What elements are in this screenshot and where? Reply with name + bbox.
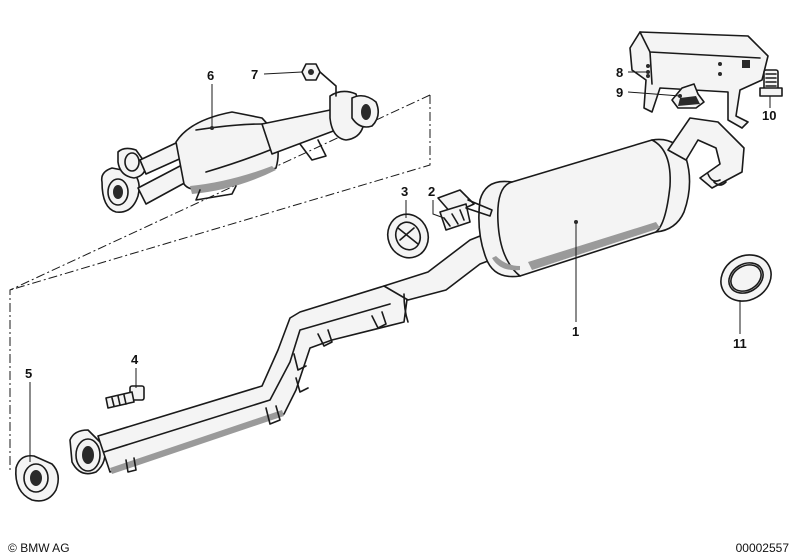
callout-8: 8: [616, 65, 623, 80]
leader-dots: [210, 70, 682, 224]
rear-muffler[interactable]: [478, 117, 745, 278]
callout-3: 3: [401, 184, 408, 199]
document-number: 00002557: [735, 541, 789, 555]
sealing-ring[interactable]: [382, 208, 435, 263]
callout-6: 6: [207, 68, 214, 83]
callout-11: 11: [733, 336, 747, 351]
callout-5: 5: [25, 366, 32, 381]
nut[interactable]: [301, 63, 337, 97]
callout-10: 10: [762, 108, 776, 123]
holder-bracket[interactable]: [629, 31, 769, 129]
callout-2: 2: [428, 184, 435, 199]
rubber-mounting[interactable]: [671, 83, 705, 109]
group-frame: [9, 94, 431, 470]
callout-1: 1: [572, 324, 579, 339]
catalytic-converter[interactable]: [100, 90, 380, 213]
callout-7: 7: [251, 67, 258, 82]
hex-bolt[interactable]: [759, 69, 783, 97]
callout-labels: 1 2 3 4 5 6 7 8 9 10 11: [25, 65, 776, 381]
copyright-brand: © BMW AG: [8, 541, 70, 555]
brand-name: BMW AG: [20, 541, 70, 555]
leader-lines: [29, 71, 771, 462]
front-exhaust-pipe[interactable]: [69, 227, 513, 475]
bolt[interactable]: [105, 385, 145, 409]
gasket[interactable]: [15, 454, 60, 502]
callout-4: 4: [131, 352, 139, 367]
callout-9: 9: [616, 85, 623, 100]
gasket-ring[interactable]: [712, 246, 779, 310]
copyright-symbol: ©: [8, 541, 17, 555]
pipe-clamp[interactable]: [437, 189, 493, 231]
